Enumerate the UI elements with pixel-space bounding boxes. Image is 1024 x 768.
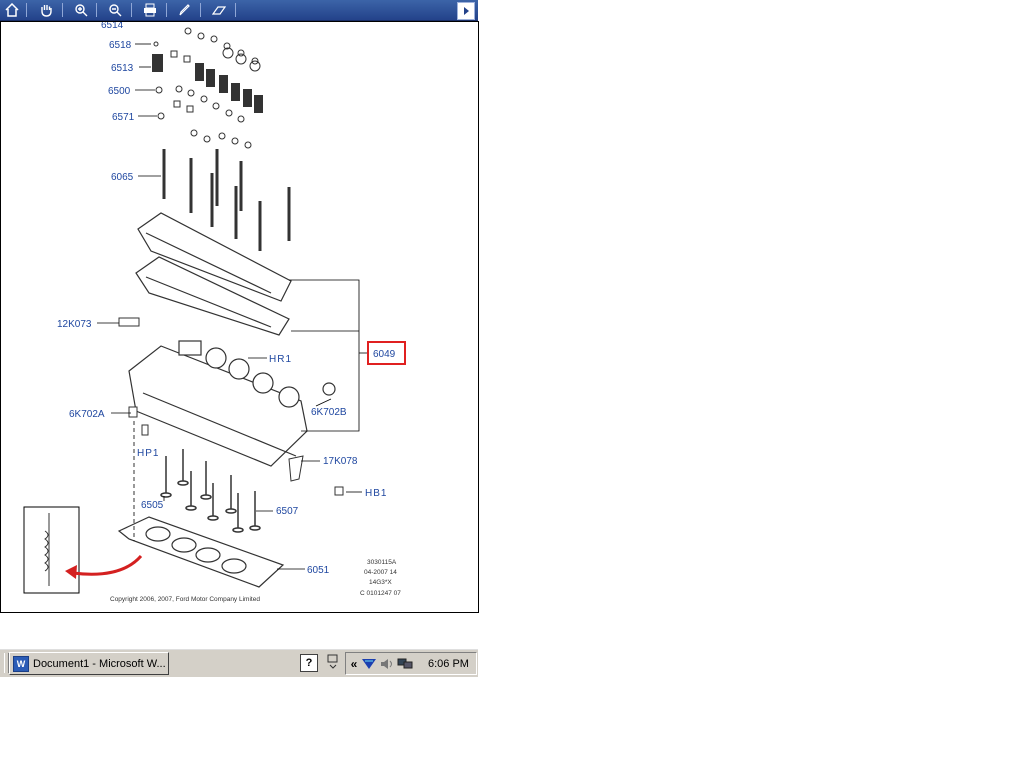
label-6505[interactable]: 6505 [141,500,164,511]
label-6507[interactable]: 6507 [276,506,299,517]
ref-code-1: 3030115A [367,559,397,566]
next-page-icon[interactable] [457,2,475,20]
copyright-text: Copyright 2006, 2007, Ford Motor Company… [110,596,260,603]
parts-diagram: 6514 6518 6513 6500 6571 6065 12K073 HR1… [0,21,479,613]
label-HB1[interactable]: HB1 [365,488,387,499]
hand-icon[interactable] [37,1,55,19]
ref-code-2: 04-2007 14 [364,569,397,576]
label-17K078[interactable]: 17K078 [323,456,358,467]
leader-lines [97,43,367,570]
task-button-label: Document1 - Microsoft W... [33,657,166,670]
speaker-icon[interactable] [379,657,395,671]
pencil-icon[interactable] [175,1,193,19]
head-gasket [117,516,285,588]
label-6065[interactable]: 6065 [111,172,134,183]
label-6K702A[interactable]: 6K702A [69,409,105,420]
label-6513[interactable]: 6513 [111,63,134,74]
label-6049[interactable]: 6049 [373,349,396,360]
network-filter-icon[interactable] [361,657,377,671]
home-icon[interactable] [3,1,21,19]
valve-springs [152,54,263,113]
head-bolts [162,149,291,251]
label-12K073[interactable]: 12K073 [57,319,92,330]
exploded-view-cylinder-head: 6514 6518 6513 6500 6571 6065 12K073 HR1… [23,22,406,603]
help-icon[interactable]: ? [300,654,318,672]
gasket-detail-inset [23,506,143,594]
sensors [118,317,344,496]
label-6571[interactable]: 6571 [112,112,135,123]
label-6514[interactable]: 6514 [101,22,124,31]
label-HR1[interactable]: HR1 [269,354,292,365]
highlight-box-6049 [367,341,406,365]
network-connection-icon[interactable] [397,657,413,671]
print-icon[interactable] [141,1,159,19]
word-icon: W [13,655,29,672]
camshaft-carriers [135,212,292,336]
label-6051[interactable]: 6051 [307,565,330,576]
small-parts [153,27,261,149]
valves [160,449,261,533]
taskbar: W Document1 - Microsoft W... ? « 6:06 PM [0,648,478,677]
eraser-icon[interactable] [210,1,228,19]
chevron-left-icon[interactable]: « [350,656,358,671]
taskbar-grip[interactable] [4,653,9,673]
cylinder-head [128,340,336,467]
language-bar-icon[interactable] [326,653,340,671]
clock[interactable]: 6:06 PM [428,657,469,670]
label-6K702B[interactable]: 6K702B [311,407,347,418]
label-HP1[interactable]: HP1 [137,448,159,459]
system-tray: « 6:06 PM [345,652,477,675]
label-6500[interactable]: 6500 [108,86,131,97]
label-6518[interactable]: 6518 [109,40,132,51]
zoom-in-icon[interactable] [72,1,90,19]
task-button-document1[interactable]: W Document1 - Microsoft W... [9,652,169,675]
zoom-out-icon[interactable] [106,1,124,19]
ref-code-3: 14G3*X [369,579,392,586]
ref-code-4: C 0101247 07 [360,590,401,597]
viewer-toolbar [0,0,478,21]
